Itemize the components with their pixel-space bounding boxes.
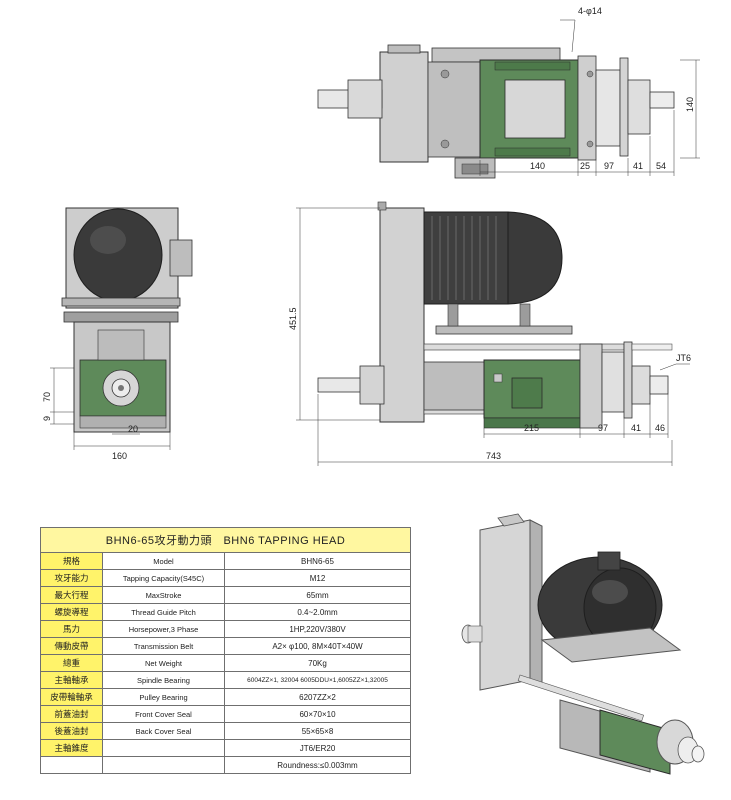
end-dim-20: 20: [128, 424, 138, 434]
table-row: 規格 Model BHN6-65: [40, 552, 412, 570]
table-row: 螺旋導程 Thread Guide Pitch 0.4~2.0mm: [40, 603, 412, 621]
side-height-dim: 451.5: [288, 307, 298, 330]
table-row: 主軸錐度 JT6/ER20: [40, 739, 412, 757]
table-row: 前蓋油封 Front Cover Seal 60×70×10: [40, 705, 412, 723]
overall-length-dim: 743: [486, 451, 501, 461]
isometric-render: [461, 513, 705, 775]
table-row: 傳動皮帶 Transmission Belt A2× φ100, 8M×40T×…: [40, 637, 412, 655]
end-dim-160: 160: [112, 451, 127, 461]
top-dim-140: 140: [530, 161, 545, 171]
table-row: 皮帶輪軸承 Pulley Bearing 6207ZZ×2: [40, 688, 412, 706]
spec-table-title: BHN6-65攻牙動力頭 BHN6 TAPPING HEAD: [39, 527, 412, 553]
table-row: 主軸軸承 Spindle Bearing 6004ZZ×1, 32004 600…: [40, 671, 412, 689]
table-row: 後蓋油封 Back Cover Seal 55×65×8: [40, 722, 412, 740]
side-view: 451.5 JT6 215 97 41 46 743: [288, 201, 691, 466]
side-dim-46: 46: [655, 423, 665, 433]
table-row: Roundness:≤0.003mm: [40, 756, 412, 774]
top-dim-54: 54: [656, 161, 666, 171]
top-dim-25: 25: [580, 161, 590, 171]
side-dim-97: 97: [598, 423, 608, 433]
top-dim-41: 41: [633, 161, 643, 171]
table-row: 最大行程 MaxStroke 65mm: [40, 586, 412, 604]
top-view: 4-φ14 140 25 97 41 54 140: [317, 6, 700, 179]
side-dim-41: 41: [631, 423, 641, 433]
table-row: 攻牙能力 Tapping Capacity(S45C) M12: [40, 569, 412, 587]
end-view: 70 9 20 160: [42, 207, 193, 461]
holes-callout: 4-φ14: [578, 6, 602, 16]
spec-table: BHN6-65攻牙動力頭 BHN6 TAPPING HEAD 規格 Model …: [39, 527, 412, 774]
top-dim-97: 97: [604, 161, 614, 171]
top-height-dim: 140: [685, 97, 695, 112]
table-row: 馬力 Horsepower,3 Phase 1HP,220V/380V: [40, 620, 412, 638]
table-row: 總重 Net Weight 70Kg: [40, 654, 412, 672]
taper-label: JT6: [676, 353, 691, 363]
end-dim-70: 70: [42, 392, 52, 402]
side-dim-215: 215: [524, 423, 539, 433]
technical-drawing: 4-φ14 140 25 97 41 54 140: [42, 6, 700, 466]
end-dim-9: 9: [42, 416, 52, 421]
